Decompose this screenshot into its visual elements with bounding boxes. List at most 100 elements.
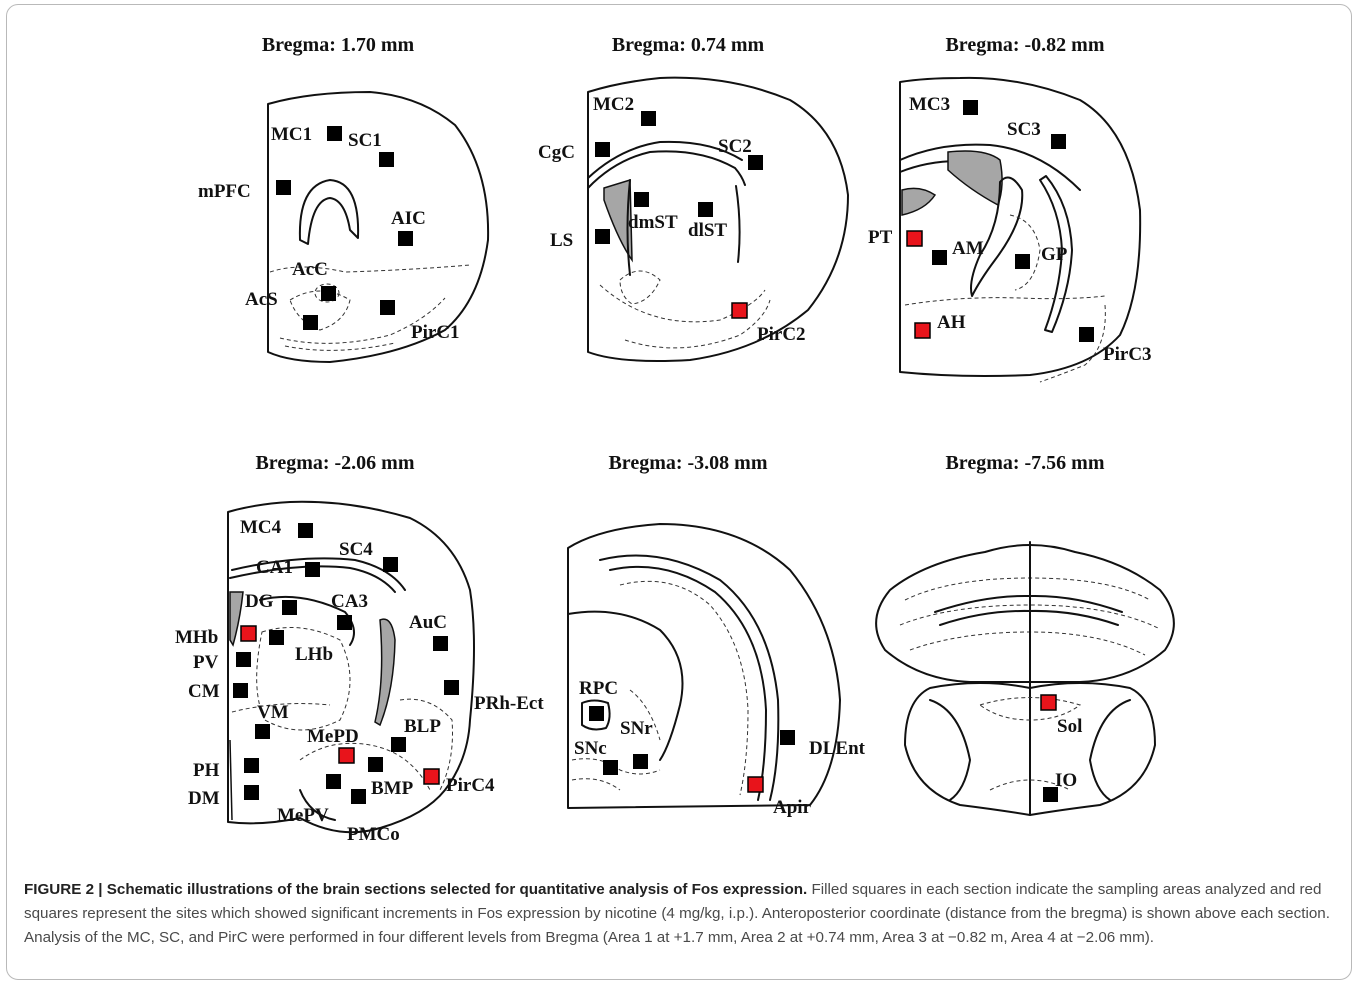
section-4-square-dg [282, 600, 297, 615]
section-1-label-sc1: SC1 [348, 130, 382, 151]
section-1-square-mpfc [276, 180, 291, 195]
section-6: Bregma: -7.56 mm Sol IO [876, 452, 1174, 815]
section-3: Bregma: -0.82 mm MC3 SC3 PT AM GP AH Pir… [868, 34, 1152, 382]
section-3-label-am: AM [952, 238, 984, 259]
section-4-square-bmp [368, 757, 383, 772]
section-2-square-dlst [698, 202, 713, 217]
section-1-square-acs [303, 315, 318, 330]
section-4-label-mepv: MePV [277, 805, 329, 826]
section-2-label-mc2: MC2 [593, 94, 634, 115]
section-3-square-ah [915, 323, 930, 338]
section-2: Bregma: 0.74 mm MC2 CgC SC2 dmST dlST LS… [538, 34, 848, 361]
section-6-outline [876, 542, 1174, 815]
section-4-square-mhb [241, 626, 256, 641]
section-3-label-pt: PT [868, 227, 893, 248]
section-5-square-rpc [589, 706, 604, 721]
section-3-label-pirc3: PirC3 [1103, 344, 1152, 365]
section-5-label-apir: Apir [773, 797, 812, 818]
section-3-square-sc3 [1051, 134, 1066, 149]
section-4-label-vm: VM [257, 702, 289, 723]
section-2-square-sc2 [748, 155, 763, 170]
section-5-title: Bregma: -3.08 mm [608, 452, 767, 474]
section-1-title: Bregma: 1.70 mm [262, 34, 415, 56]
section-2-square-ls [595, 229, 610, 244]
section-4-label-pmco: PMCo [347, 824, 400, 845]
section-2-label-ls: LS [550, 230, 573, 251]
section-2-square-pirc2 [732, 303, 747, 318]
section-5: Bregma: -3.08 mm RPC SNr SNc DLEnt Apir [568, 452, 866, 818]
section-2-label-cgc: CgC [538, 142, 575, 163]
section-4-square-mepd [339, 748, 354, 763]
brain-sections-diagram: Bregma: 1.70 mm MC1 SC1 mPFC AIC AcC AcS… [0, 0, 1358, 870]
figure-caption: FIGURE 2 | Schematic illustrations of th… [24, 878, 1342, 950]
section-1-label-acc: AcC [292, 259, 328, 280]
section-1-square-acc [321, 286, 336, 301]
section-4-square-mepv [326, 774, 341, 789]
section-4-label-bmp: BMP [371, 778, 414, 799]
section-4-square-ca3 [337, 615, 352, 630]
section-4-title: Bregma: -2.06 mm [255, 452, 414, 474]
section-5-label-snc: SNc [574, 738, 607, 759]
section-4-square-dm [244, 785, 259, 800]
section-5-label-rpc: RPC [579, 678, 618, 699]
section-4-label-prh-ect: PRh-Ect [474, 693, 544, 714]
section-4-square-auc [433, 636, 448, 651]
section-4-square-blp [391, 737, 406, 752]
section-4-square-ph [244, 758, 259, 773]
section-4-label-ca1: CA1 [256, 557, 293, 578]
section-1-square-pirc1 [380, 300, 395, 315]
section-2-label-dlst: dlST [688, 220, 727, 241]
section-4-label-mhb: MHb [175, 627, 218, 648]
section-3-label-mc3: MC3 [909, 94, 950, 115]
section-4-square-prh-ect [444, 680, 459, 695]
section-1-label-acs: AcS [245, 289, 278, 310]
section-3-square-mc3 [963, 100, 978, 115]
section-4-label-dg: DG [245, 591, 274, 612]
section-4-label-sc4: SC4 [339, 539, 373, 560]
section-5-label-dlent: DLEnt [809, 738, 866, 759]
section-2-square-cgc [595, 142, 610, 157]
section-4-label-blp: BLP [404, 716, 441, 737]
section-1-square-mc1 [327, 126, 342, 141]
section-3-label-ah: AH [937, 312, 966, 333]
section-3-square-am [932, 250, 947, 265]
section-1-label-aic: AIC [391, 208, 426, 229]
section-5-square-apir [748, 777, 763, 792]
section-3-label-gp: GP [1041, 244, 1068, 265]
section-1-label-mc1: MC1 [271, 124, 312, 145]
section-4-label-mc4: MC4 [240, 517, 282, 538]
section-3-label-sc3: SC3 [1007, 119, 1041, 140]
section-3-square-pirc3 [1079, 327, 1094, 342]
section-3-title: Bregma: -0.82 mm [945, 34, 1104, 56]
section-4-label-pv: PV [193, 652, 219, 673]
section-3-square-gp [1015, 254, 1030, 269]
section-4-label-cm: CM [188, 681, 220, 702]
figure-title: Schematic illustrations of the brain sec… [107, 881, 808, 898]
section-1-label-mpfc: mPFC [198, 181, 251, 202]
figure-label: FIGURE 2 | [24, 881, 103, 898]
section-5-square-snr [633, 754, 648, 769]
section-4-square-cm [233, 683, 248, 698]
section-2-square-dmst [634, 192, 649, 207]
section-1-square-aic [398, 231, 413, 246]
section-5-label-snr: SNr [620, 718, 653, 739]
section-6-title: Bregma: -7.56 mm [945, 452, 1104, 474]
section-1-label-pirc1: PirC1 [411, 322, 460, 343]
section-4-square-lhb [269, 630, 284, 645]
section-4-label-lhb: LHb [295, 644, 333, 665]
section-4-label-auc: AuC [409, 612, 447, 633]
section-2-label-dmst: dmST [628, 212, 678, 233]
section-4-label-ph: PH [193, 760, 220, 781]
section-4-square-vm [255, 724, 270, 739]
section-6-square-sol [1041, 695, 1056, 710]
section-4: Bregma: -2.06 mm MC4 SC4 CA1 DG CA3 AuC … [175, 452, 544, 845]
section-2-label-sc2: SC2 [718, 136, 752, 157]
section-1-square-sc1 [379, 152, 394, 167]
section-1: Bregma: 1.70 mm MC1 SC1 mPFC AIC AcC AcS… [198, 34, 488, 362]
section-2-label-pirc2: PirC2 [757, 324, 806, 345]
section-4-label-pirc4: PirC4 [446, 775, 495, 796]
section-4-square-ca1 [305, 562, 320, 577]
section-4-label-dm: DM [188, 788, 220, 809]
section-5-square-dlent [780, 730, 795, 745]
section-4-square-mc4 [298, 523, 313, 538]
